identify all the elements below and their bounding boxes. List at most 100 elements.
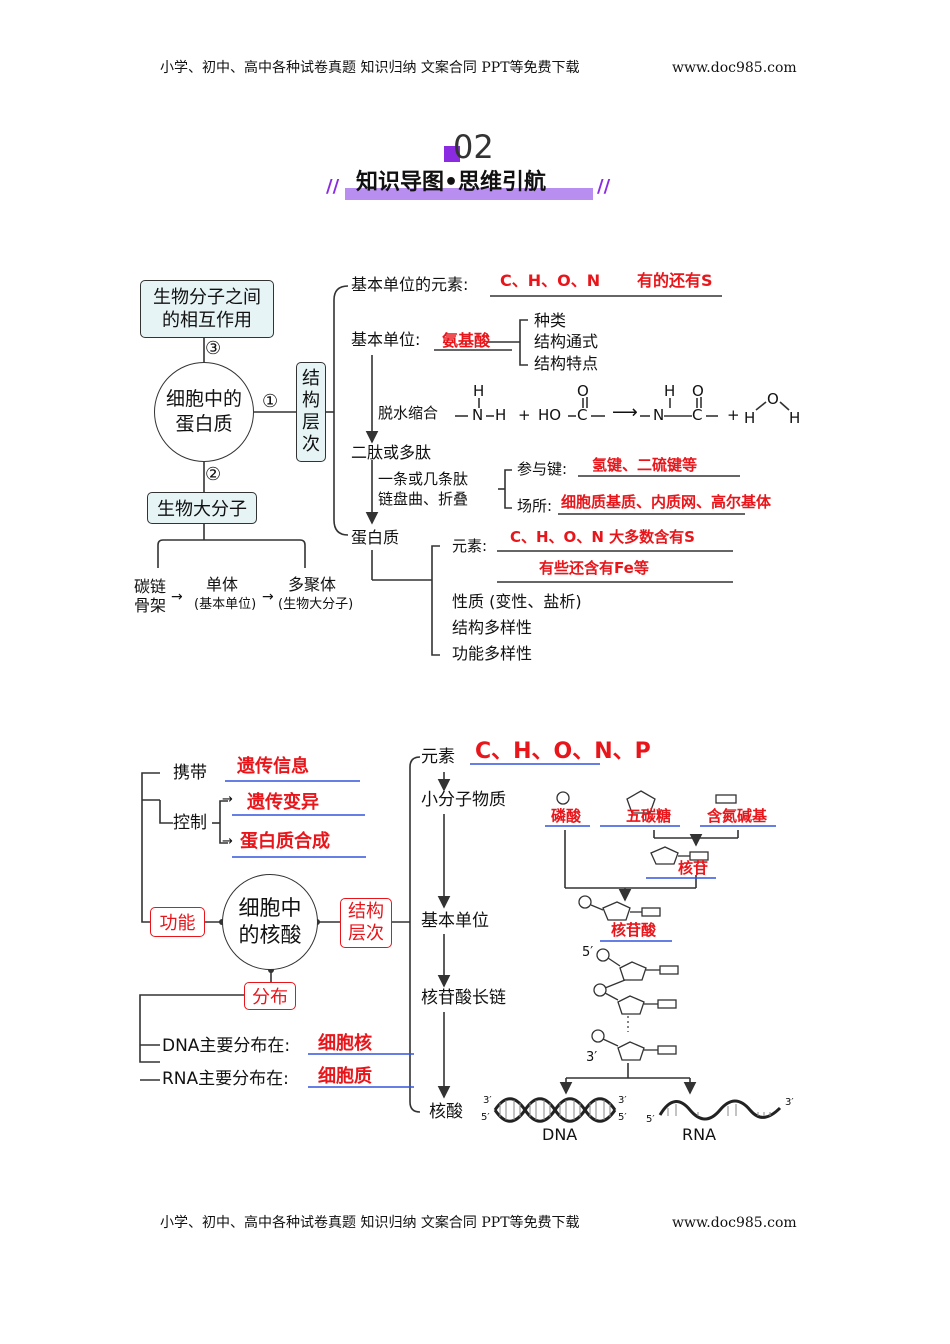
carbon-chain-label: 碳链骨架 <box>134 577 167 615</box>
bond-label: 参与键: <box>517 460 568 478</box>
unit-elements-answer: C、H、O、N <box>500 271 601 290</box>
dna-label: DNA <box>542 1125 578 1144</box>
section-number: 02 <box>453 128 494 166</box>
control-label: 控制 <box>173 813 207 833</box>
arrow-right-icon: → <box>171 589 183 605</box>
water-h-right: H <box>789 409 801 427</box>
rna-distribution-label: RNA主要分布在: <box>162 1069 289 1089</box>
function-box: 功能 <box>150 907 205 937</box>
formula-h: H <box>495 406 507 424</box>
protein-label: 蛋白质 <box>351 528 400 547</box>
control-answer-1: 遗传变异 <box>247 792 319 813</box>
footer-url[interactable]: www.doc985.com <box>672 1215 797 1231</box>
title-accent <box>444 146 460 162</box>
dehydration-label: 脱水缩合 <box>378 404 439 422</box>
elem-answer-2: 有些还含有Fe等 <box>539 559 649 577</box>
property-1: 性质 (变性、盐析) <box>452 592 582 611</box>
nucleic-center-circle: 细胞中的核酸 <box>222 874 318 970</box>
section-title: 知识导图•思维引航 <box>356 170 547 195</box>
water-h-left: H <box>744 409 756 427</box>
place-answer: 细胞质基质、内质网、高尔基体 <box>561 493 772 511</box>
distribution-box: 分布 <box>244 982 296 1010</box>
dna-5prime-left: 5′ <box>481 1112 490 1123</box>
elements-answer: C、H、O、N、P <box>475 739 651 764</box>
chain-desc-1: 一条或几条肽 <box>378 470 469 488</box>
header-url[interactable]: www.doc985.com <box>672 60 797 76</box>
title-underline <box>345 188 593 200</box>
unit-answer: 氨基酸 <box>442 331 491 350</box>
basic-unit-label: 基本单位 <box>421 911 489 931</box>
polymer-sub: (生物大分子) <box>278 597 354 612</box>
interaction-box: 生物分子之间的相互作用 <box>140 280 274 338</box>
dna-3prime-left: 3′ <box>483 1095 492 1106</box>
arrow-right-icon: → <box>222 792 233 807</box>
nucleotide-label: 核苷酸 <box>611 921 657 939</box>
rna-3prime: 3′ <box>785 1097 794 1108</box>
formula-c: C <box>577 406 588 424</box>
base-label: 含氮碱基 <box>707 807 768 825</box>
small-molecules-label: 小分子物质 <box>421 790 506 810</box>
reaction-arrow-icon: ⟶ <box>612 402 638 423</box>
dna-3prime-right: 3′ <box>618 1095 627 1106</box>
dna-distribution-label: DNA主要分布在: <box>162 1036 291 1056</box>
protein-center-circle: 细胞中的蛋白质 <box>154 362 254 462</box>
formula-h-top-2: H <box>664 382 676 400</box>
monomer-sub: (基本单位) <box>194 597 257 612</box>
header-text: 小学、初中、高中各种试卷真题 知识归纳 文案合同 PPT等免费下载 <box>160 60 580 76</box>
property-2: 结构多样性 <box>452 618 533 637</box>
dna-5prime-right: 5′ <box>618 1112 627 1123</box>
bond-answer: 氢键、二硫键等 <box>592 456 698 474</box>
unit-item-types: 种类 <box>534 311 567 330</box>
unit-item-feature: 结构特点 <box>534 354 599 373</box>
carry-answer: 遗传信息 <box>237 756 309 777</box>
formula-plus-2: + <box>727 406 740 424</box>
pentose-label: 五碳糖 <box>626 807 672 825</box>
rna-5prime: 5′ <box>646 1114 655 1125</box>
formula-n: N <box>472 406 484 424</box>
monomer-label: 单体 <box>206 575 239 594</box>
arrow-right-icon: → <box>222 834 233 849</box>
nucleoside-label: 核苷 <box>678 859 709 877</box>
elem-label: 元素: <box>452 537 488 555</box>
water-o: O <box>767 390 779 408</box>
nucleic-structure-box: 结构层次 <box>340 898 392 948</box>
formula-h-top: H <box>473 382 485 400</box>
dna-distribution-answer: 细胞核 <box>318 1033 372 1054</box>
circle-number-2: ② <box>205 464 222 485</box>
elements-label: 元素 <box>421 747 455 767</box>
unit-item-formula: 结构通式 <box>534 332 599 351</box>
formula-plus: + <box>518 406 531 424</box>
unit-label: 基本单位: <box>351 330 421 349</box>
footer-text: 小学、初中、高中各种试卷真题 知识归纳 文案合同 PPT等免费下载 <box>160 1215 580 1231</box>
rna-distribution-answer: 细胞质 <box>318 1066 372 1087</box>
chain-desc-2: 链盘曲、折叠 <box>378 490 469 508</box>
rna-label: RNA <box>682 1125 717 1144</box>
five-prime-label: 5′ <box>582 945 594 960</box>
protein-structure-box: 结构层次 <box>296 362 326 462</box>
control-answer-2: 蛋白质合成 <box>240 831 330 852</box>
formula-o-top: O <box>577 382 589 400</box>
title-slash-left-icon: // <box>326 176 340 197</box>
nucleic-acid-label: 核酸 <box>429 1102 463 1122</box>
property-3: 功能多样性 <box>452 644 533 663</box>
unit-elements-label: 基本单位的元素: <box>351 275 469 294</box>
circle-number-1: ① <box>262 391 279 412</box>
elem-answer-1: C、H、O、N 大多数含有S <box>510 528 695 546</box>
formula-o-top-2: O <box>692 382 704 400</box>
peptide-label: 二肽或多肽 <box>351 443 432 462</box>
place-label: 场所: <box>517 497 553 515</box>
title-slash-right-icon: // <box>597 176 611 197</box>
long-chain-label: 核苷酸长链 <box>421 988 506 1008</box>
macromolecule-box: 生物大分子 <box>147 492 257 524</box>
formula-c-2: C <box>692 406 703 424</box>
carry-label: 携带 <box>173 763 207 783</box>
arrow-right-icon: → <box>262 589 274 605</box>
polymer-label: 多聚体 <box>288 575 337 594</box>
unit-elements-extra: 有的还有S <box>637 271 713 290</box>
formula-ho: HO <box>538 406 562 424</box>
three-prime-label: 3′ <box>586 1050 598 1065</box>
circle-number-3: ③ <box>205 338 222 359</box>
phosphate-label: 磷酸 <box>551 807 582 825</box>
formula-n-2: N <box>653 406 665 424</box>
